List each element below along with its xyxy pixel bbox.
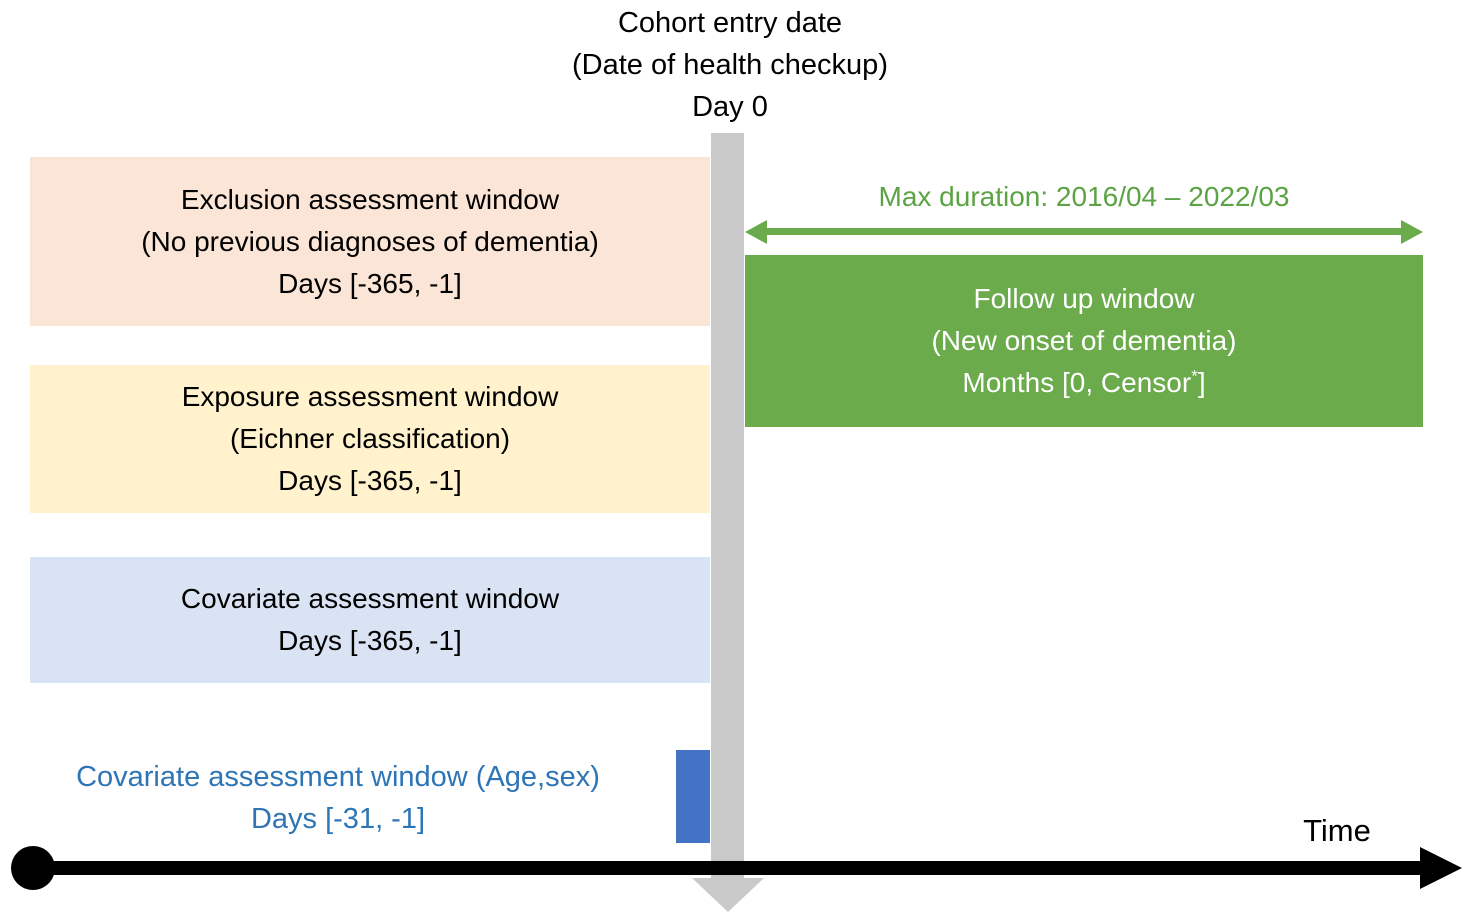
covariate-window-title: Covariate assessment window bbox=[180, 583, 560, 614]
day0-arrow-down-icon bbox=[692, 878, 764, 912]
cohort-entry-title: Cohort entry date (Date of health checku… bbox=[430, 2, 1030, 128]
followup-window-title: Follow up window bbox=[973, 283, 1195, 314]
exposure-window-subtitle: (Eichner classification) bbox=[229, 423, 511, 454]
exposure-window-range: Days [-365, -1] bbox=[278, 465, 462, 496]
covariate-short-window-title: Covariate assessment window (Age,sex) bbox=[76, 761, 600, 793]
exclusion-window-box: Exclusion assessment window (No previous… bbox=[30, 157, 710, 326]
covariate-window-range: Days [-365, -1] bbox=[278, 625, 462, 656]
exposure-window-title: Exposure assessment window bbox=[181, 381, 559, 412]
censor-asterisk: * bbox=[1191, 366, 1198, 386]
max-duration-arrow-left-icon bbox=[745, 220, 767, 244]
covariate-short-window-label: Covariate assessment window (Age,sex) Da… bbox=[0, 756, 676, 840]
time-axis-label: Time bbox=[1303, 813, 1371, 848]
cohort-entry-line1: Cohort entry date bbox=[617, 7, 843, 39]
followup-window-box: Follow up window (New onset of dementia)… bbox=[745, 255, 1423, 427]
exclusion-window-title: Exclusion assessment window bbox=[180, 183, 560, 215]
covariate-window-box: Covariate assessment window Days [-365, … bbox=[30, 557, 710, 683]
exclusion-window-range: Days [-365, -1] bbox=[278, 267, 462, 299]
timeline-arrow-right-icon bbox=[1420, 847, 1462, 889]
exclusion-window-subtitle: (No previous diagnoses of dementia) bbox=[141, 225, 599, 257]
covariate-short-window-marker bbox=[676, 750, 710, 843]
exposure-window-box: Exposure assessment window (Eichner clas… bbox=[30, 365, 710, 513]
day0-arrow-shaft bbox=[711, 133, 744, 878]
covariate-short-window-range: Days [-31, -1] bbox=[250, 803, 426, 835]
max-duration-arrow-shaft bbox=[763, 228, 1405, 235]
followup-window-range: Months [0, Censor*] bbox=[962, 366, 1206, 398]
cohort-entry-line2: (Date of health checkup) bbox=[572, 49, 888, 81]
max-duration-label: Max duration: 2016/04 – 2022/03 bbox=[878, 181, 1290, 212]
max-duration-arrow-right-icon bbox=[1401, 220, 1423, 244]
timeline-axis bbox=[33, 861, 1422, 875]
cohort-entry-line3: Day 0 bbox=[692, 91, 768, 123]
followup-window-subtitle: (New onset of dementia) bbox=[931, 325, 1237, 356]
